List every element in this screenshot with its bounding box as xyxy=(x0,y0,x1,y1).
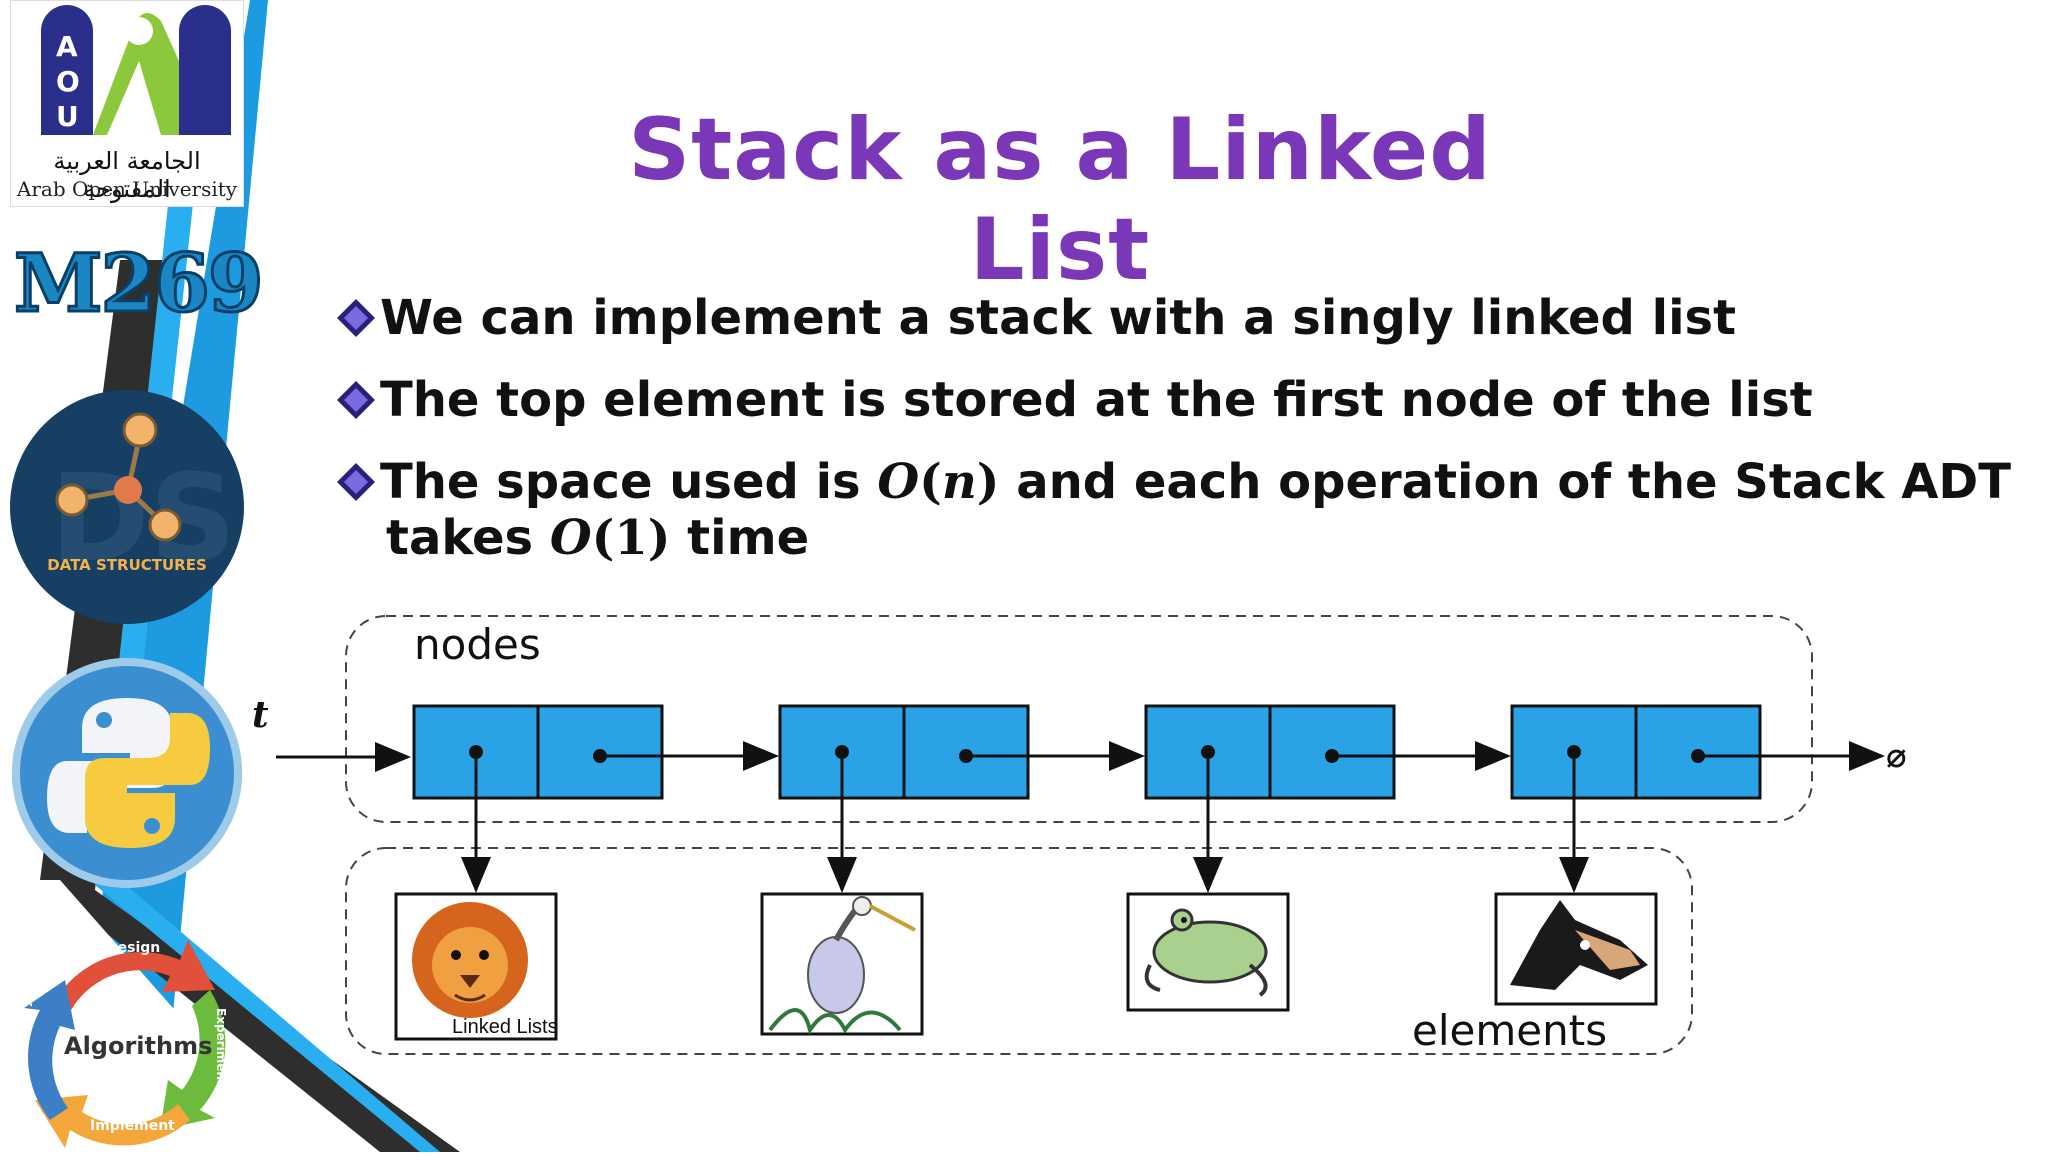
cycle-arrows-icon xyxy=(24,940,226,1148)
horse-icon xyxy=(1494,892,1658,1006)
data-structures-label: DATA STRUCTURES xyxy=(47,556,207,574)
bullet-3-text-post: and each operation of the Stack ADT xyxy=(999,454,2011,510)
bullet-3: The space used is O(n) and each operatio… xyxy=(336,454,2011,510)
nodes-label: nodes xyxy=(414,620,541,669)
elements-region xyxy=(345,847,1693,1055)
algorithms-label: Algorithms xyxy=(64,1032,213,1060)
svg-text:U: U xyxy=(56,100,79,133)
null-terminator-icon: ⌀ xyxy=(1886,736,1907,776)
bullet-2: The top element is stored at the first n… xyxy=(336,372,1813,428)
big-o-symbol: O xyxy=(549,510,592,566)
elements-label: elements xyxy=(1412,1006,1608,1055)
bullet-1: We can implement a stack with a singly l… xyxy=(336,290,1736,346)
svg-text:A: A xyxy=(56,30,78,63)
bullet-2-text: The top element is stored at the first n… xyxy=(380,372,1813,428)
python-logo-icon xyxy=(47,698,210,848)
data-structures-badge: DS DATA STRUCTURES xyxy=(10,390,244,624)
diamond-bullet-icon xyxy=(337,299,375,337)
cycle-design-label: Design xyxy=(106,940,161,956)
bullet-3-text-pre: The space used is xyxy=(380,454,878,510)
top-pointer-label: t xyxy=(252,694,269,736)
nodes-region xyxy=(345,615,1813,823)
big-o-argument: 1 xyxy=(614,510,648,566)
algorithms-cycle-badge: Design Implement Analyze Experiment Algo… xyxy=(10,920,246,1152)
big-o-symbol: O xyxy=(877,454,920,510)
lion-icon xyxy=(394,892,558,1041)
list-node xyxy=(1144,704,1396,800)
heron-icon xyxy=(760,892,924,1036)
list-node xyxy=(412,704,664,800)
svg-text:DS: DS xyxy=(50,450,236,589)
network-graph-icon: DS xyxy=(50,412,236,589)
list-node xyxy=(1510,704,1762,800)
logo-emblem-icon: A O U xyxy=(41,5,231,135)
bullet-1-text: We can implement a stack with a singly l… xyxy=(380,290,1737,346)
logo-arabic-name: الجامعة العربية المفتوحة xyxy=(53,147,201,203)
diamond-bullet-icon xyxy=(337,463,375,501)
diamond-bullet-icon xyxy=(337,381,375,419)
big-o-argument: n xyxy=(941,454,977,510)
bullet-3-line2-post: time xyxy=(670,510,810,566)
cycle-implement-label: Implement xyxy=(90,1118,175,1134)
overlay-caption: Linked Lists xyxy=(452,1016,558,1038)
slide-title: Stack as a Linked List xyxy=(628,100,1492,300)
list-node xyxy=(778,704,1030,800)
logo-english-name: Arab Open University xyxy=(16,177,238,201)
svg-text:O: O xyxy=(56,65,80,98)
frog-icon xyxy=(1126,892,1290,1012)
course-code: M269 xyxy=(13,235,266,332)
bullet-3-line-2: takes O(1) time xyxy=(386,510,810,566)
university-logo: A O U الجامعة العربية المفتوحة Arab Open… xyxy=(10,0,244,207)
bullet-3-line2-pre: takes xyxy=(386,510,550,566)
python-badge xyxy=(12,658,242,888)
